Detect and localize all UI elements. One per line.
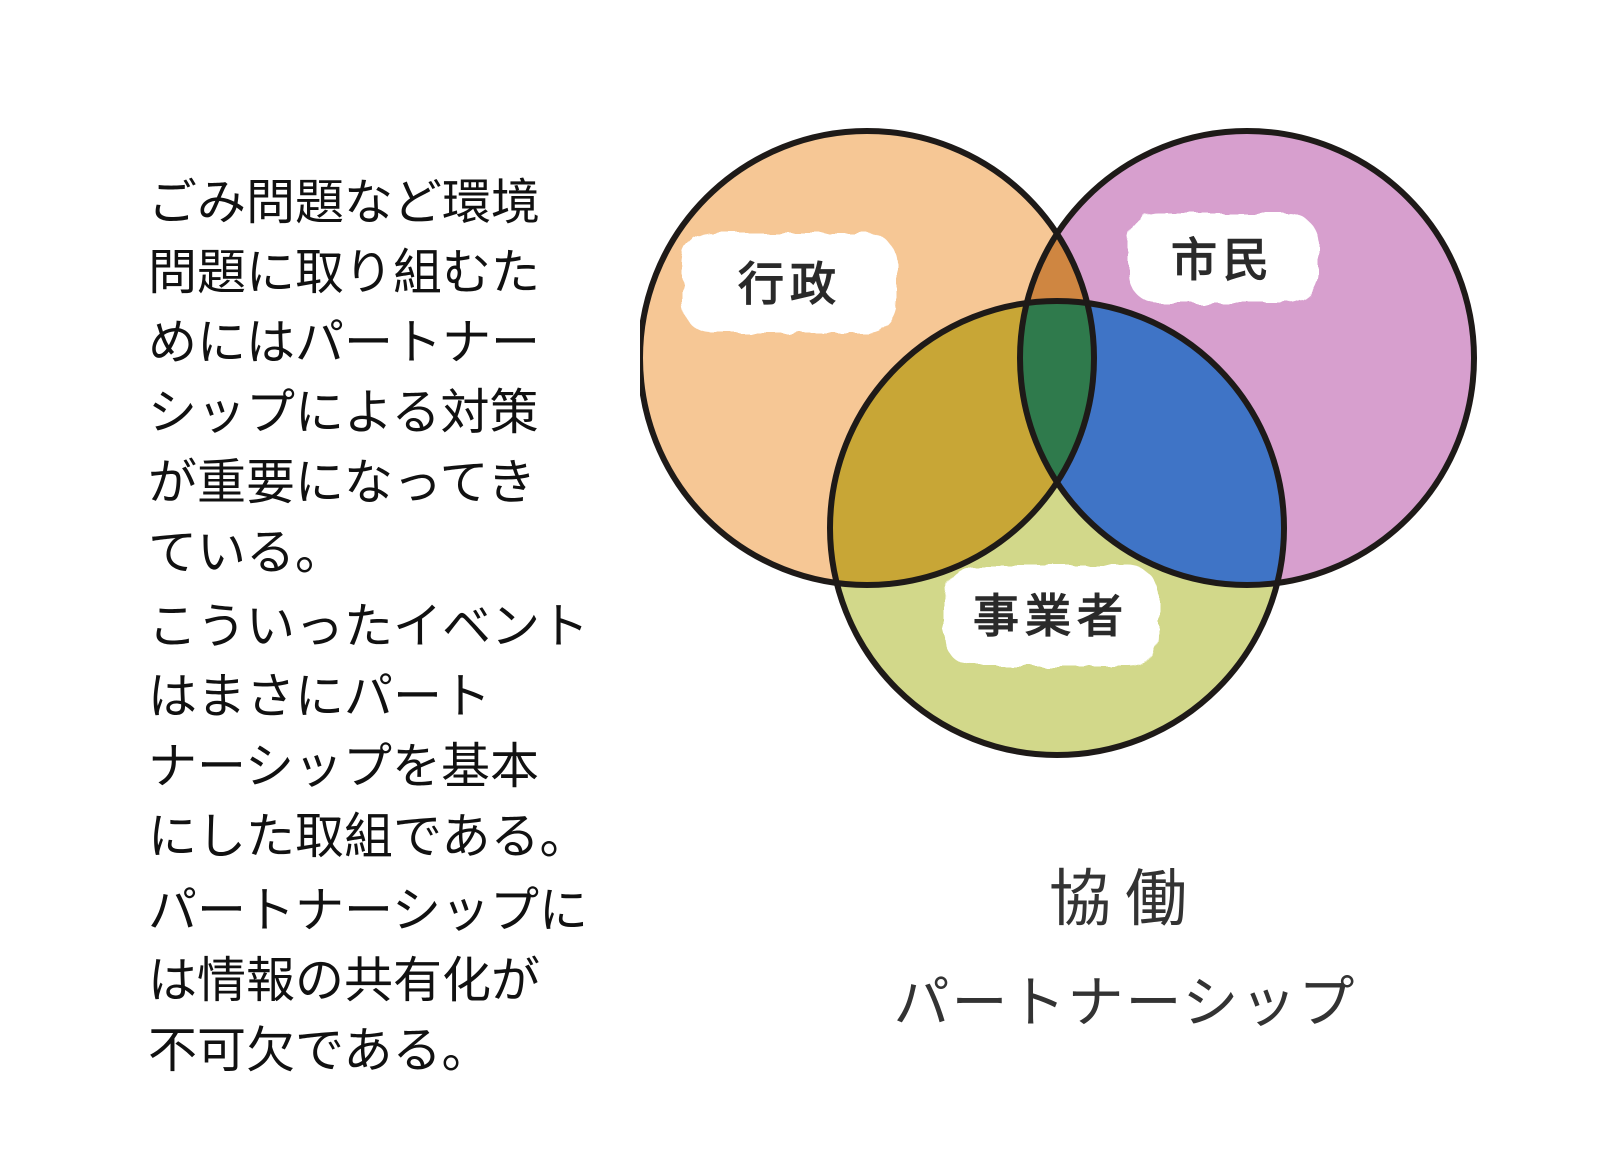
venn-diagram-area: 行政 市民 事業者 協働 パートナーシップ <box>640 118 1540 1078</box>
text-line: パートナーシップに <box>148 882 589 939</box>
circle-shimin-outline <box>1017 128 1477 588</box>
label-shimin: 市民 <box>1171 233 1275 287</box>
text-line: にした取組である。 <box>148 808 589 865</box>
caption-partnership: パートナーシップ <box>893 971 1357 1036</box>
circle-gyosei-outline <box>640 128 1097 588</box>
text-line: ごみ問題など環境 <box>148 174 541 231</box>
label-jigyosha: 事業者 <box>973 589 1129 643</box>
label-gyosei: 行政 <box>738 257 842 311</box>
text-line: こういったイベント <box>148 598 590 655</box>
text-line: は情報の共有化が <box>148 952 541 1009</box>
circle-jigyosha-outline <box>827 298 1287 758</box>
text-line: はまさにパート <box>148 668 492 725</box>
paragraph: こういったイベント はまさにパート ナーシップを基本 にした取組である。 <box>148 592 628 872</box>
text-line: が重要になってき <box>148 454 537 511</box>
text-line: めにはパートナー <box>148 314 541 371</box>
label-patch-jigyosha <box>944 566 1159 666</box>
text-line: ている。 <box>148 524 345 581</box>
paragraph: ごみ問題など環境 問題に取り組むた めにはパートナー シップによる対策 が重要に… <box>148 168 628 588</box>
body-text: ごみ問題など環境 問題に取り組むた めにはパートナー シップによる対策 が重要に… <box>148 168 628 1086</box>
text-line: 不可欠である。 <box>148 1022 491 1079</box>
text-line: 問題に取り組むた <box>148 244 541 301</box>
label-patch-gyosei <box>682 233 897 333</box>
label-patch-shimin <box>1128 213 1318 303</box>
text-line: シップによる対策 <box>148 384 539 441</box>
caption-kyodo: 協働 <box>1048 862 1201 935</box>
venn-diagram: 行政 市民 事業者 <box>640 128 1477 758</box>
paragraph: パートナーシップに は情報の共有化が 不可欠である。 <box>148 876 628 1086</box>
text-line: ナーシップを基本 <box>148 738 540 795</box>
